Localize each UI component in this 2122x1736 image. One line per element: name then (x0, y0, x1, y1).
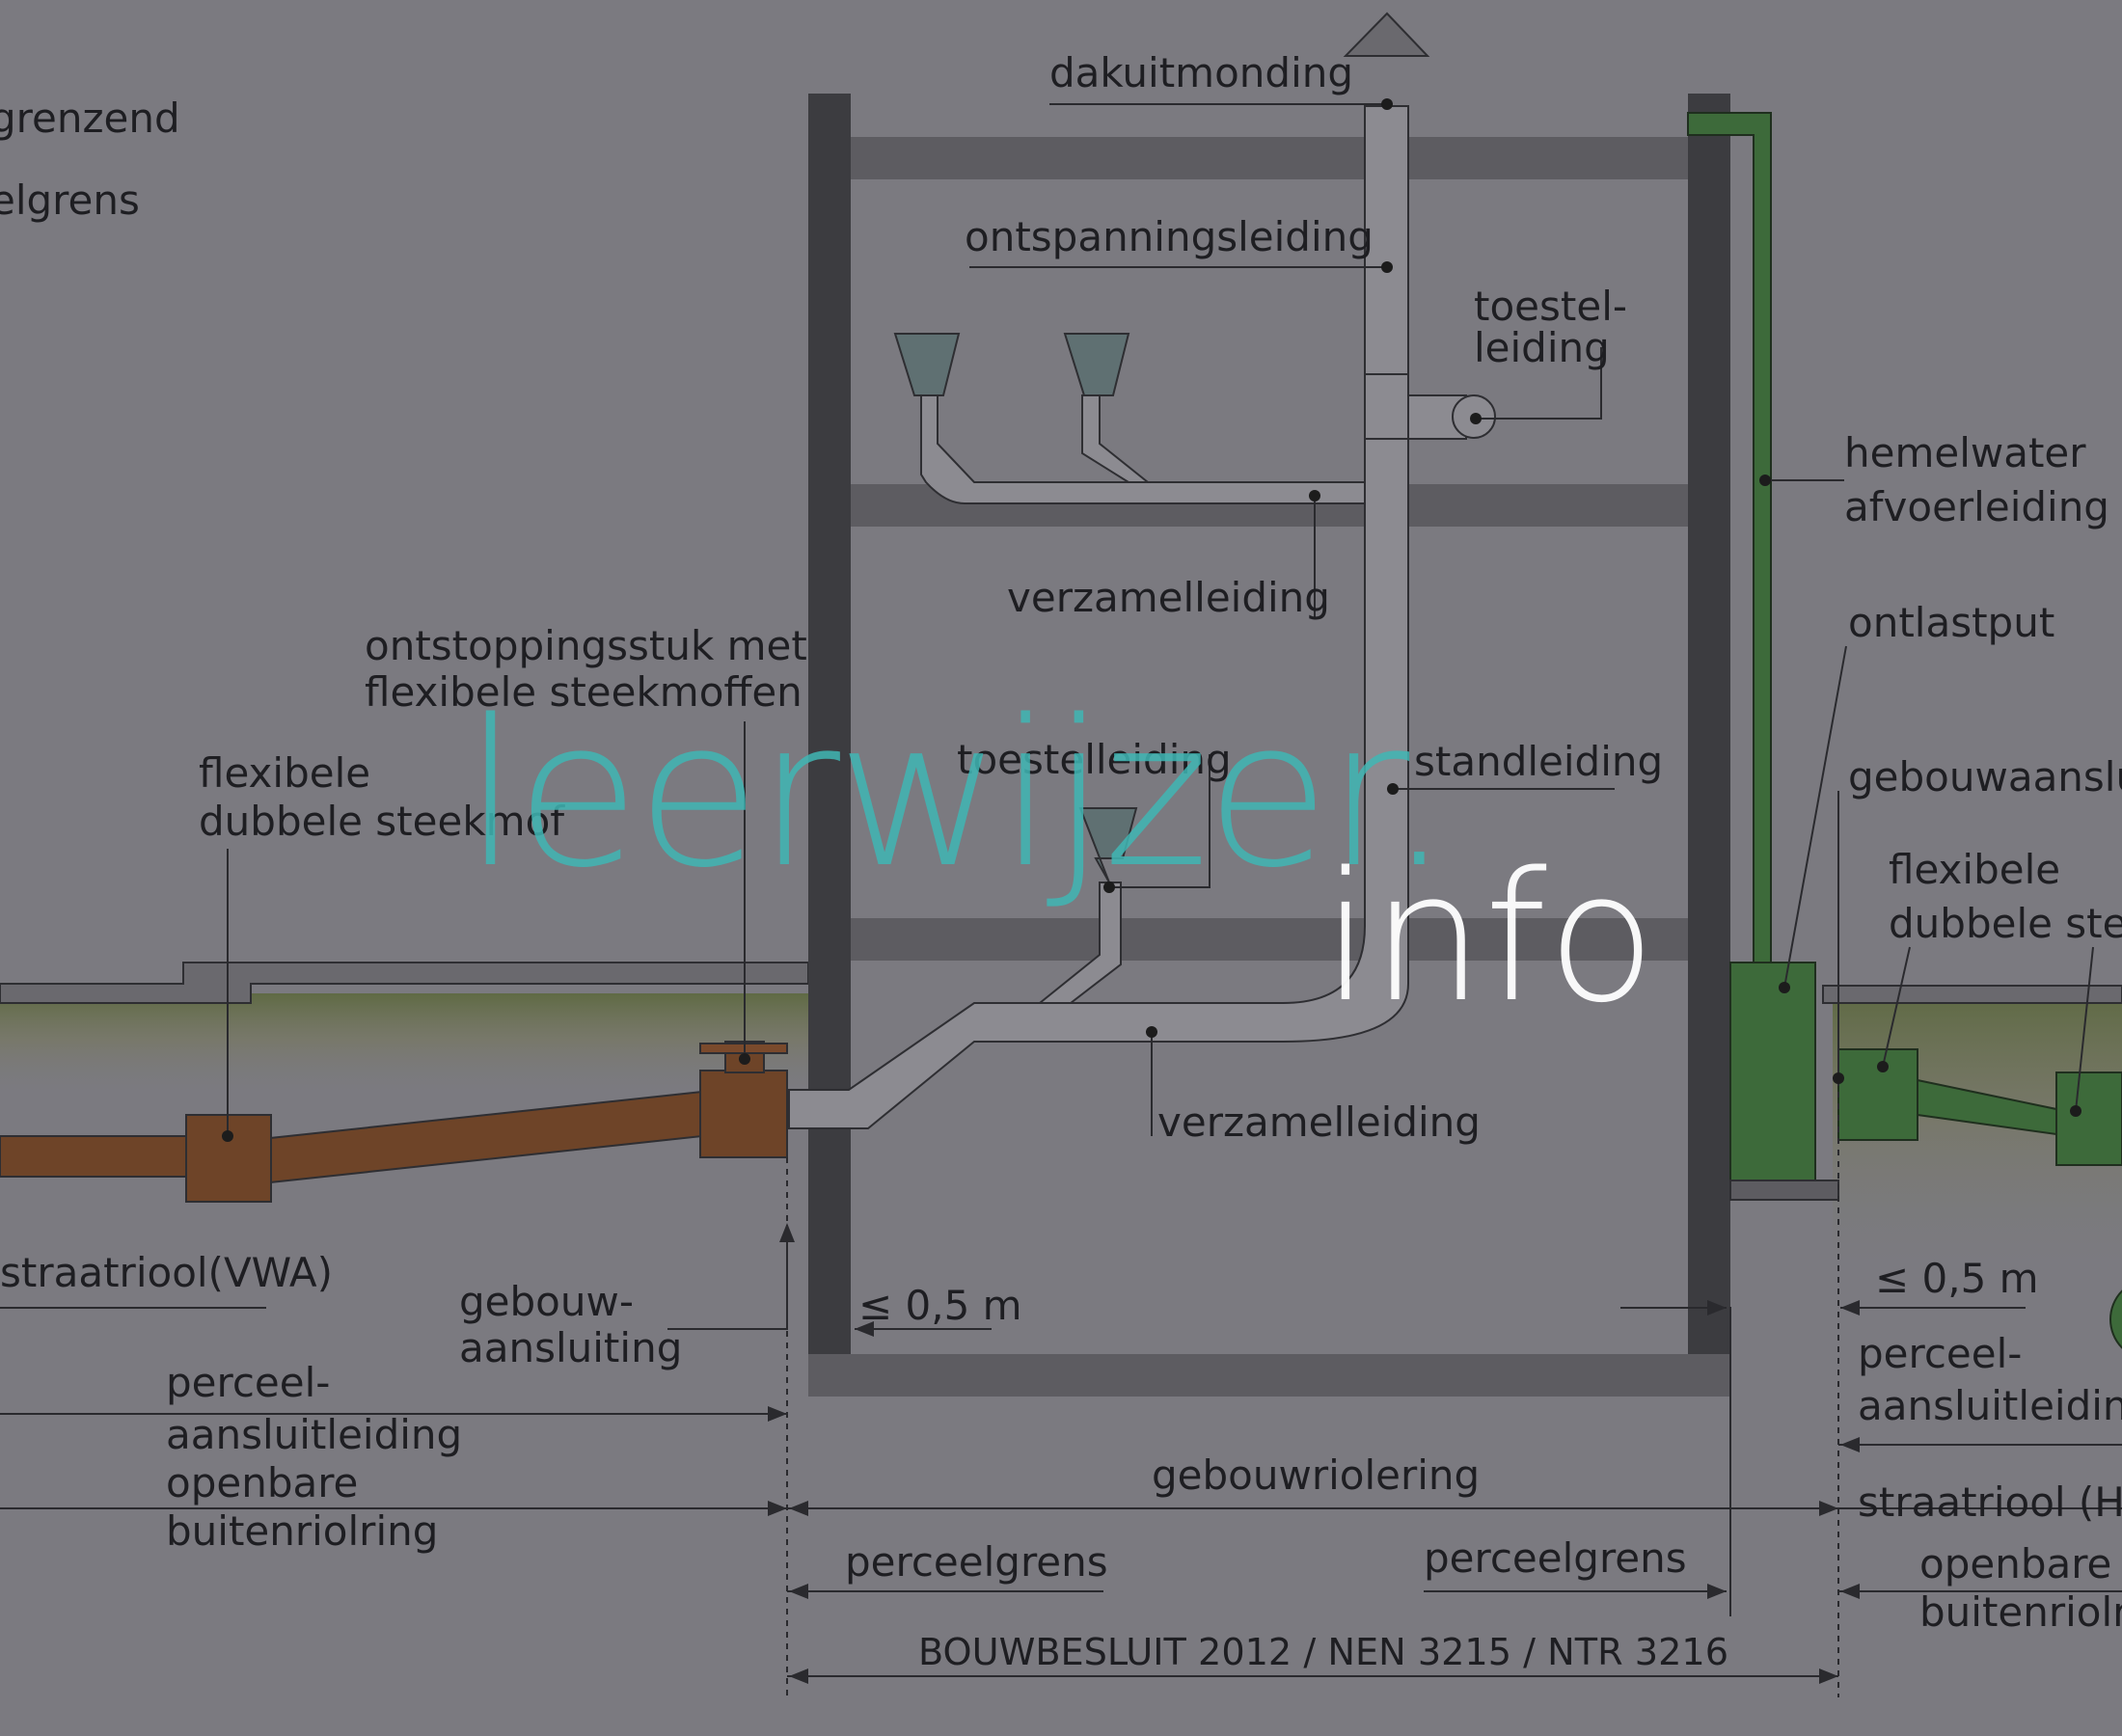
label-bouwbesluit: BOUWBESLUIT 2012 / NEN 3215 / NTR 3216 (918, 1631, 1728, 1673)
label-straatriool-hwa: straatriool (HWA) (1858, 1478, 2122, 1526)
label-flexibele-left-2: dubbele steekmof (199, 798, 565, 845)
label-flexibele-right-2: dubbele steekmof (1889, 900, 2122, 947)
soil-left (0, 993, 810, 1099)
label-straatriool-vwa: straatriool(VWA) (0, 1249, 333, 1296)
label-verzamelleiding-lower: verzamelleiding (1157, 1099, 1481, 1146)
building-sewer-pipes (788, 105, 1467, 1129)
roof-slab (849, 137, 1688, 179)
label-top-left-1: grenzend (0, 95, 180, 142)
sidewalk-right (1822, 985, 2122, 1004)
label-standleiding: standleiding (1414, 738, 1663, 785)
label-openbare-left-2: buitenriolring (166, 1507, 438, 1555)
label-perceel-right-2: aansluitleiding (1858, 1382, 2122, 1429)
foundation-slab (808, 1354, 1730, 1397)
label-toestel-top-2: leiding (1474, 324, 1610, 371)
label-flexibele-right-1: flexibele (1889, 846, 2060, 893)
label-flexibele-left-1: flexibele (199, 749, 370, 797)
label-gebouw-1: gebouw- (459, 1278, 634, 1325)
label-dist-right: ≤ 0,5 m (1875, 1255, 2039, 1302)
callout-dots (222, 98, 2081, 1142)
floor-slab-1 (849, 918, 1688, 961)
appliance-funnels (893, 333, 1138, 883)
label-ontlastput: ontlastput (1848, 599, 2054, 646)
label-dakuitmonding: dakuitmonding (1049, 49, 1353, 96)
label-ontspanningsleiding: ontspanningsleiding (965, 213, 1374, 260)
label-perceel-right-1: perceel- (1858, 1330, 2022, 1377)
label-gebouwaansluiting-right: gebouwaansluiting (1848, 753, 2122, 800)
label-toestel-top-1: toestel- (1474, 283, 1627, 330)
roof-vent-cap (1343, 12, 1430, 57)
label-perceel-left-2: aansluitleiding (166, 1411, 462, 1458)
label-toestelleiding-mid: toestelleiding (957, 736, 1232, 783)
label-perceelgrens-right: perceelgrens (1424, 1534, 1687, 1582)
label-gebouwriolering: gebouwriolering (1152, 1451, 1480, 1499)
label-ontstoppingsstuk-2: flexibele steekmoffen (365, 668, 803, 716)
label-verzamelleiding-upper: verzamelleiding (1007, 574, 1330, 621)
wall-left (808, 94, 851, 1354)
label-gebouw-2: aansluiting (459, 1324, 682, 1371)
label-top-left-2: elgrens (0, 176, 140, 224)
label-openbare-right-1: openbare (1919, 1540, 2111, 1587)
watermark-leerwijzer: leerwijzer. (463, 676, 1448, 912)
label-perceelgrens-left: perceelgrens (845, 1538, 1108, 1586)
watermark-info: info (1321, 833, 1656, 1042)
label-openbare-left-1: openbare (166, 1459, 358, 1506)
label-perceel-left-1: perceel- (166, 1359, 330, 1406)
green-rainwater-pipe (1687, 112, 2122, 1349)
label-hemelwater-1: hemelwater (1844, 429, 2086, 476)
arrow-heads (768, 1223, 1860, 1684)
leader-lines (0, 103, 2122, 1697)
label-hemelwater-2: afvoerleiding (1844, 483, 2109, 530)
label-openbare-right-2: buitenriolring (1919, 1588, 2122, 1636)
brown-street-pipe (0, 1041, 788, 1203)
put-base (1729, 1180, 1839, 1201)
label-dist-left: ≤ 0,5 m (858, 1282, 1022, 1329)
wall-right (1688, 94, 1730, 1354)
label-ontstoppingsstuk-1: ontstoppingsstuk met (365, 622, 807, 669)
